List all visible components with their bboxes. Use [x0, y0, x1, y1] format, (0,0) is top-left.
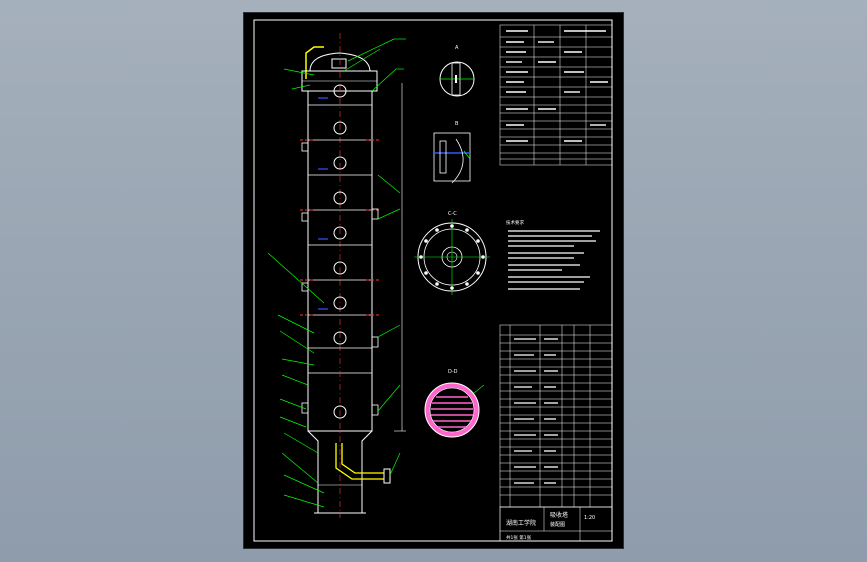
drawing-sheet: A B C-C D-D [243, 12, 624, 549]
technical-requirements: 技术要求 [506, 219, 600, 290]
tray-group [308, 104, 372, 349]
manholes [333, 84, 347, 419]
manhole-7 [333, 296, 347, 310]
detail-view-b: B [433, 121, 471, 184]
manhole-2 [333, 121, 347, 135]
manhole-6 [333, 261, 347, 275]
section-d-label: D-D [448, 369, 458, 375]
title-drawing-subtitle: 装配图 [550, 521, 565, 528]
tray-hatch [431, 396, 473, 428]
drawing-frame [253, 19, 613, 542]
title-sheet: 共1张 第1张 [506, 534, 532, 541]
top-pipe [305, 46, 324, 79]
bottom-outlet-pipe [335, 443, 384, 480]
title-scale: 1:20 [584, 515, 595, 521]
detail-a-label: A [455, 45, 459, 51]
bolt-holes [419, 224, 485, 290]
parts-list-fill [514, 338, 558, 484]
design-data-fill [506, 30, 608, 142]
detail-view-a: A [439, 45, 475, 97]
column-elevation [300, 33, 406, 518]
section-c-label: C-C [448, 211, 457, 217]
leader-lines [267, 38, 406, 508]
manhole-3 [333, 156, 347, 170]
detail-b-label: B [455, 121, 459, 127]
manhole-1 [333, 84, 347, 98]
blue-markers [318, 97, 328, 310]
title-block: 湖南工学院 吸收塔 装配图 1:20 共1张 第1张 [499, 506, 613, 542]
section-d-d: D-D [424, 369, 485, 438]
title-organization: 湖南工学院 [506, 519, 536, 527]
tray-dashed-marks [300, 139, 380, 316]
parts-list-table [499, 324, 613, 508]
tech-req-heading: 技术要求 [506, 219, 524, 226]
manhole-8 [333, 331, 347, 345]
design-data-table [499, 24, 613, 166]
column-top-head [309, 52, 371, 72]
section-c-c: C-C [414, 211, 490, 295]
top-nozzle [331, 58, 347, 69]
manhole-5 [333, 226, 347, 240]
title-drawing-name: 吸收塔 [550, 511, 568, 519]
side-nozzles [301, 142, 379, 416]
manhole-4 [333, 191, 347, 205]
manhole-9 [333, 405, 347, 419]
